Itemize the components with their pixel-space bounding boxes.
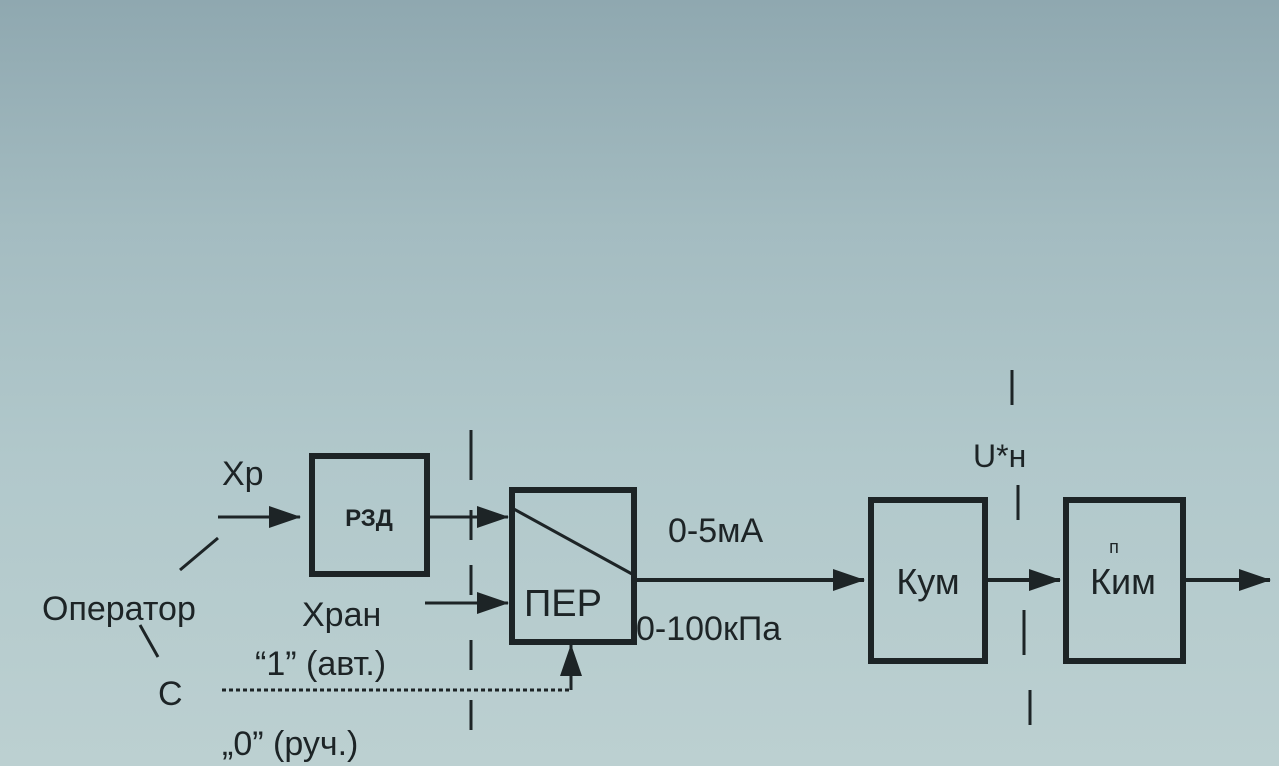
- xran-label: Хран: [302, 596, 381, 634]
- per-label: ПЕР: [524, 583, 602, 625]
- pressure-range-label: 0-100кПа: [636, 610, 781, 648]
- operator-pointer: [179, 536, 219, 572]
- kim-block: [1063, 497, 1186, 664]
- kum-label: Кум: [896, 561, 959, 602]
- xp-label: Хр: [222, 455, 264, 493]
- c-pointer: [138, 624, 160, 658]
- current-range-label: 0-5мА: [668, 512, 764, 550]
- per-block: [509, 487, 637, 645]
- operator-label: Оператор: [42, 590, 196, 628]
- rzd-label: РЗД: [345, 505, 393, 532]
- kum-block: [868, 497, 988, 664]
- dashed-divider-2: [1010, 370, 1032, 725]
- manual-mode-label: „0” (руч.): [222, 725, 358, 763]
- kim-label: Ким: [1090, 561, 1156, 602]
- u-star-h-label: U*н: [973, 438, 1026, 474]
- c-label: С: [158, 675, 183, 713]
- auto-mode-label: “1” (авт.): [255, 645, 386, 683]
- kim-superscript: п: [1109, 537, 1119, 557]
- rzd-block: [309, 453, 430, 577]
- per-diagonal: [511, 506, 633, 576]
